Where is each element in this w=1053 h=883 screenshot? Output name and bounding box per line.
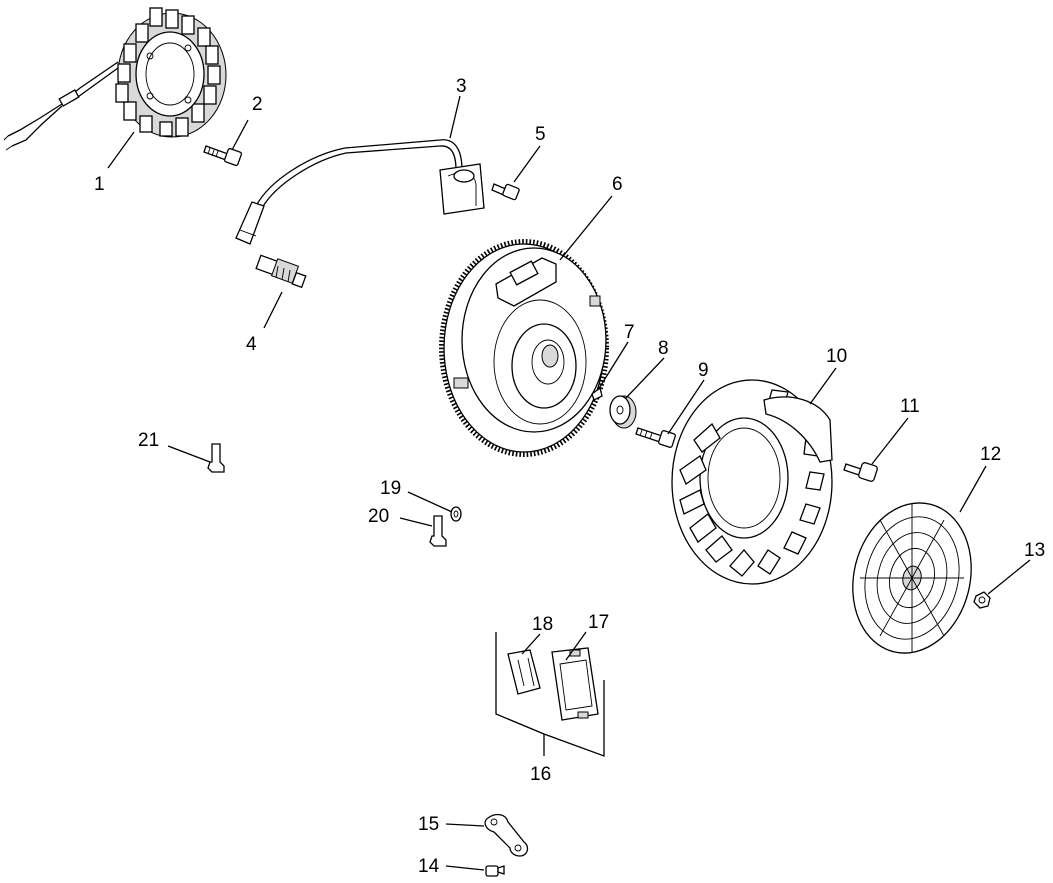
callout-14: 14 [418,856,440,877]
part-stator [3,7,227,151]
callout-13: 13 [1024,540,1045,561]
part-fan [671,379,833,585]
callout-19: 19 [380,478,401,499]
callout-9: 9 [698,360,709,381]
leader-lines [107,95,1031,871]
part-clip-21 [207,443,225,473]
callout-21: 21 [138,430,159,451]
callout-11: 11 [900,396,920,417]
part-screw-11 [843,462,878,482]
callout-8: 8 [658,338,669,359]
part-screen [852,502,972,654]
part-bolt-2 [203,145,243,167]
callout-17: 17 [588,612,609,633]
part-key [591,386,603,401]
callout-18: 18 [532,614,553,635]
callout-3: 3 [456,76,467,97]
callout-10: 10 [826,346,847,367]
part-nut [973,591,991,609]
callout-2: 2 [252,94,263,115]
part-clip-20 [429,515,447,547]
callout-12: 12 [980,444,1001,465]
callout-16: 16 [530,764,551,785]
callout-1: 1 [94,174,105,195]
part-flywheel [439,239,609,457]
callout-7: 7 [624,322,635,343]
part-washer-8 [609,395,637,429]
callout-6: 6 [612,174,623,195]
callout-15: 15 [418,814,439,835]
part-spark-plug [255,254,307,289]
part-regulator-group [495,632,605,757]
callout-20: 20 [368,506,389,527]
part-screw-5 [491,183,520,201]
callout-4: 4 [246,334,257,355]
part-bracket-15 [484,813,529,857]
part-screw-14 [485,865,505,877]
part-ignition-coil [235,139,485,245]
callout-labels: 1 2 3 4 5 6 7 8 9 10 11 12 13 14 15 16 1… [94,76,1045,877]
part-washer-19 [450,506,462,522]
callout-5: 5 [535,124,546,145]
